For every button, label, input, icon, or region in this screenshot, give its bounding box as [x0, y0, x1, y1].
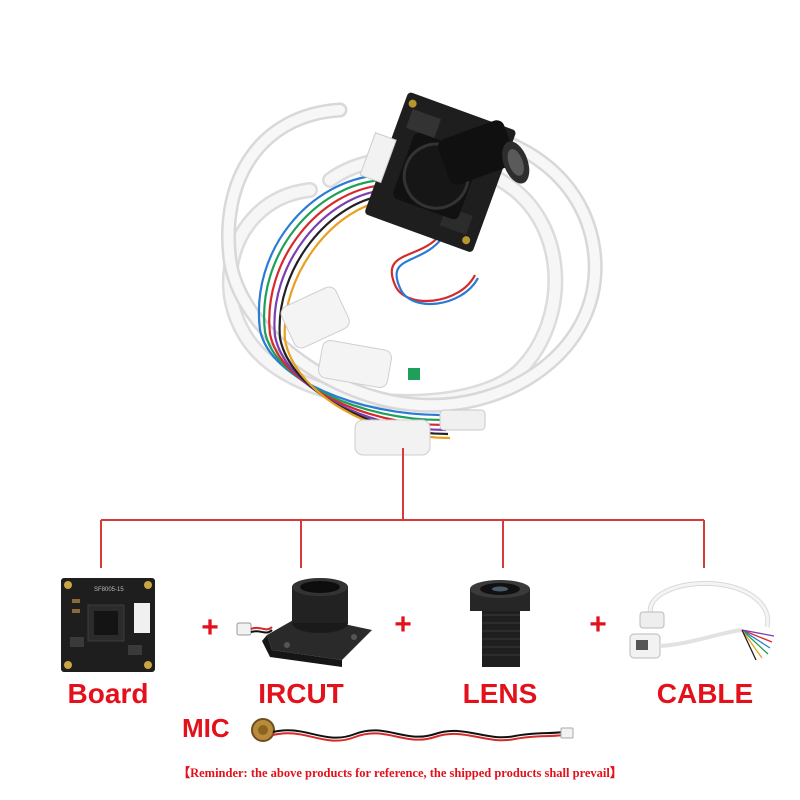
plus-sign: + [201, 611, 219, 644]
assembled-camera-module-illustration [221, 92, 603, 456]
component-label-board: Board [67, 678, 149, 709]
component-label-lens: LENS [462, 678, 538, 709]
plus-sign: + [589, 608, 607, 641]
network-cable-icon [629, 580, 775, 661]
microphone-icon [251, 718, 574, 742]
lens-icon [470, 580, 530, 667]
mic-label: MIC [182, 713, 230, 743]
plus-sign: + [394, 608, 412, 641]
camera-board-icon: SF8005-15 [61, 578, 155, 672]
board-silkscreen: SF8005-15 [94, 587, 124, 593]
component-label-ircut: IRCUT [258, 678, 344, 709]
reminder-note: 【Reminder: the above products for refere… [177, 766, 623, 780]
ircut-filter-icon [236, 578, 372, 667]
component-label-cable: CABLE [656, 678, 754, 709]
